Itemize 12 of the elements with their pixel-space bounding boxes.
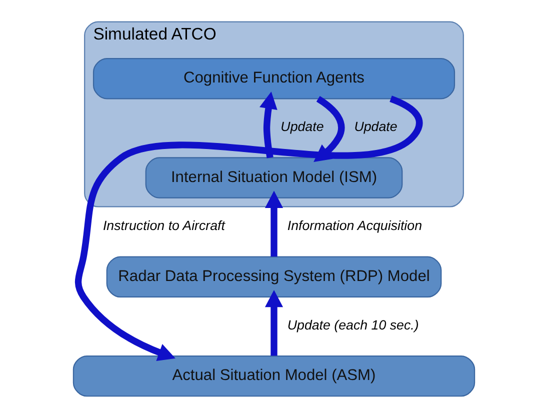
edge-label: Instruction to Aircraft bbox=[102, 218, 225, 234]
edge-label: Update bbox=[354, 119, 398, 134]
arrow bbox=[264, 190, 284, 257]
node-box: Cognitive Function Agents bbox=[92, 58, 456, 100]
edge-label: Information Acquisition bbox=[287, 218, 422, 234]
node-box: Actual Situation Model (ASM) bbox=[72, 355, 476, 397]
arrow bbox=[260, 92, 278, 158]
node-box: Radar Data Processing System (RDP) Model bbox=[106, 256, 442, 298]
arrow bbox=[264, 290, 284, 356]
edge-label: Update (each 10 sec.) bbox=[287, 317, 419, 332]
edge-label: Update bbox=[280, 119, 324, 134]
node-box: Internal Situation Model (ISM) bbox=[145, 157, 403, 198]
